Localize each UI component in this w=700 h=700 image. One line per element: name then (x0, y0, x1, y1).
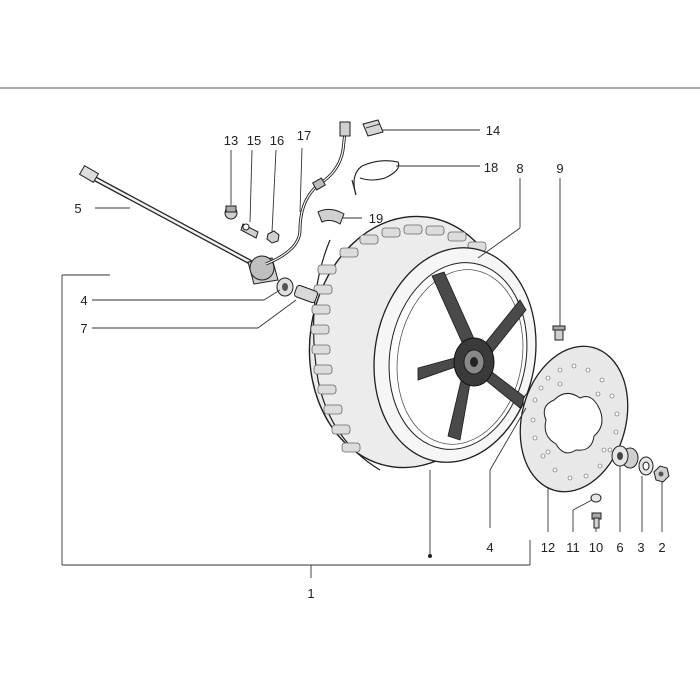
callout-17: 17 (297, 128, 311, 143)
wheel-assembly (308, 215, 537, 471)
wheel-hub (453, 337, 495, 387)
axle (78, 164, 253, 265)
screw-10 (591, 512, 602, 529)
wheel-spokes (417, 271, 527, 441)
callout-4-right: 4 (486, 540, 493, 555)
bolt-9 (552, 325, 566, 341)
band-19 (317, 208, 345, 225)
callout-2: 2 (658, 540, 665, 555)
screw-13 (224, 205, 238, 220)
callout-7: 7 (80, 321, 87, 336)
callout-19: 19 (369, 211, 383, 226)
speedometer-cable (265, 121, 351, 266)
spacer (293, 284, 319, 304)
leader-dot (428, 554, 432, 558)
nut-16 (266, 230, 280, 244)
callout-15: 15 (247, 133, 261, 148)
callout-18: 18 (484, 160, 498, 175)
callout-12: 12 (541, 540, 555, 555)
callout-11: 11 (566, 540, 580, 555)
callout-labels: 1 2 3 4 4 5 6 7 8 9 10 11 12 13 14 15 16… (74, 123, 665, 601)
washer-3 (638, 456, 654, 476)
callout-5: 5 (74, 201, 81, 216)
callout-13: 13 (224, 133, 238, 148)
bearing-left (276, 277, 294, 297)
nut-2 (653, 465, 670, 483)
callout-16: 16 (270, 133, 284, 148)
callout-3: 3 (637, 540, 644, 555)
clamp-15 (240, 223, 259, 239)
clip-14 (362, 119, 384, 137)
callout-4-left: 4 (80, 293, 87, 308)
wire-spring-18 (351, 160, 400, 196)
spacer-6 (611, 445, 639, 469)
callout-1: 1 (307, 586, 314, 601)
leader-lines (61, 129, 663, 578)
callout-6: 6 (616, 540, 623, 555)
callout-9: 9 (556, 161, 563, 176)
callout-10: 10 (589, 540, 603, 555)
brake-disc (519, 345, 629, 493)
washer-11 (590, 493, 602, 503)
callout-8: 8 (516, 161, 523, 176)
speedometer-drive (247, 255, 279, 285)
callout-14: 14 (486, 123, 500, 138)
